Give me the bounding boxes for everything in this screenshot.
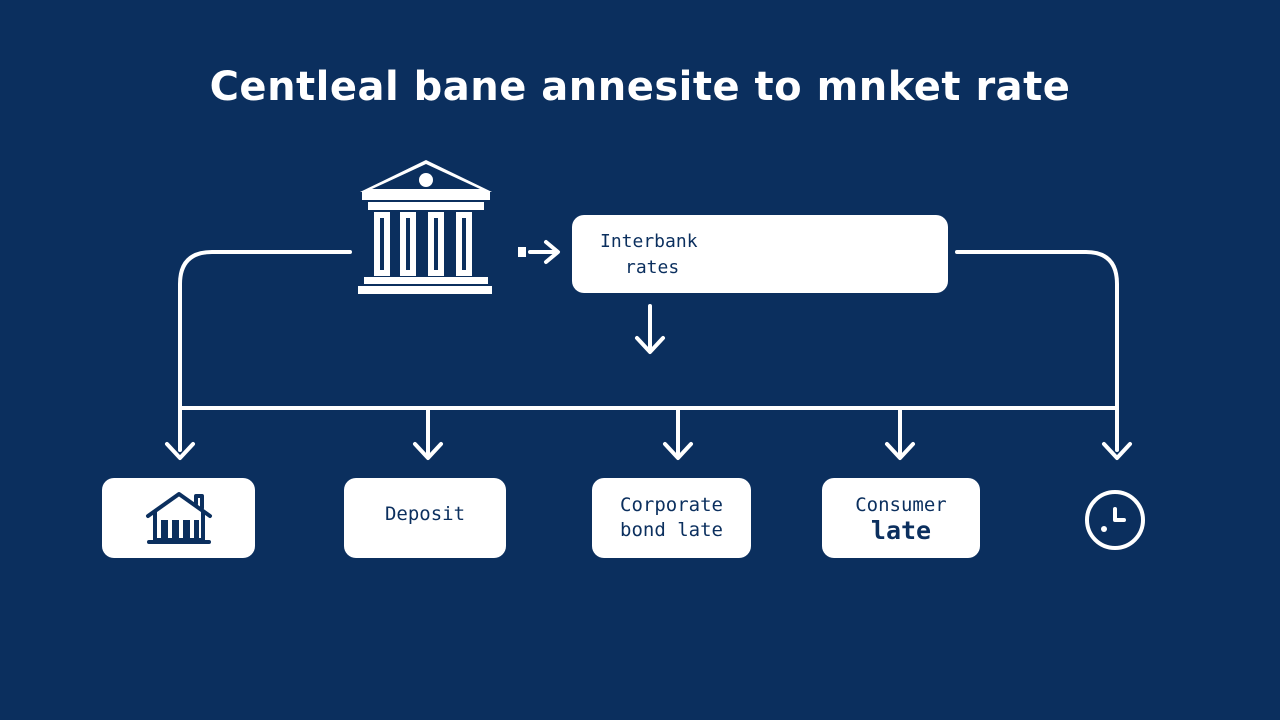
housing-rate-box (102, 478, 255, 558)
corporate-label-line1: Corporate (620, 494, 723, 516)
corporate-label-line2: bond late (620, 519, 723, 541)
deposit-rate-box: Deposit (344, 478, 506, 558)
interbank-label-line2: rates (625, 257, 680, 278)
interbank-label-line1: Interbank (600, 231, 698, 252)
diagram-title: Centleal bane annesite to mnket rate (209, 64, 1071, 110)
arrowhead-corporate (663, 442, 693, 460)
interbank-down-arrow (635, 304, 665, 354)
clock-icon (1085, 490, 1145, 550)
arrowhead-consumer (885, 442, 915, 460)
arrowhead-deposit (413, 442, 443, 460)
deposit-label: Deposit (384, 503, 466, 525)
consumer-rate-box: Consumer late (822, 478, 980, 558)
into-interbank-arrow (528, 240, 560, 264)
interbank-rates-box: Interbank rates (572, 215, 948, 293)
consumer-label-line1: Consumer (855, 494, 947, 516)
house-icon (145, 492, 212, 544)
corporate-bond-box: Corporate bond late (592, 478, 751, 558)
arrowhead-house (165, 442, 195, 460)
right-connector-line (955, 250, 1119, 452)
left-connector-line (178, 250, 352, 452)
arrow-tail-mark (518, 247, 526, 257)
central-bank-icon (358, 160, 492, 294)
consumer-label-line2: late (870, 516, 932, 545)
arrowhead-clock (1102, 442, 1132, 460)
